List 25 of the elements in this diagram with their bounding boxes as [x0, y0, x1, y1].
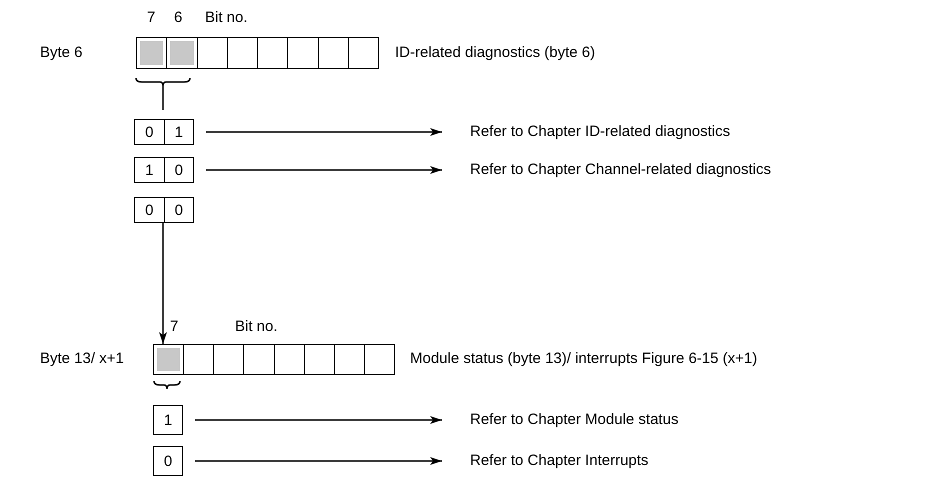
- arrow: [195, 416, 442, 424]
- bit-value-box: 0 0: [134, 197, 194, 223]
- register-description: Module status (byte 13)/ interrupts Figure 6-15 (x+1): [410, 350, 758, 368]
- bit-register: [153, 344, 395, 375]
- arrow: [206, 128, 442, 136]
- arrow: [159, 223, 167, 344]
- bit-number-heading: Bit no.: [235, 318, 278, 336]
- bit-number-heading: Bit no.: [205, 9, 248, 27]
- reference-text: Refer to Chapter Module status: [470, 411, 678, 429]
- reference-text: Refer to Chapter ID-related diagnostics: [470, 123, 730, 141]
- register-description: ID-related diagnostics (byte 6): [395, 44, 596, 62]
- bit-value-box: 1: [153, 405, 183, 435]
- bit-register: [136, 37, 379, 69]
- bit-number: 6: [174, 9, 182, 27]
- byte-label: Byte 13/ x+1: [40, 350, 124, 368]
- byte-label: Byte 6: [40, 44, 83, 62]
- bit-value-box: 0 1: [134, 119, 194, 145]
- arrow: [206, 166, 442, 174]
- reference-text: Refer to Chapter Interrupts: [470, 452, 648, 470]
- arrow: [195, 457, 442, 465]
- bit-number: 7: [147, 9, 156, 27]
- bit-value-box: 0: [153, 446, 183, 476]
- reference-text: Refer to Chapter Channel-related diagnostics: [470, 161, 772, 179]
- bit-number: 7: [170, 318, 178, 336]
- bit-value-box: 1 0: [134, 157, 194, 183]
